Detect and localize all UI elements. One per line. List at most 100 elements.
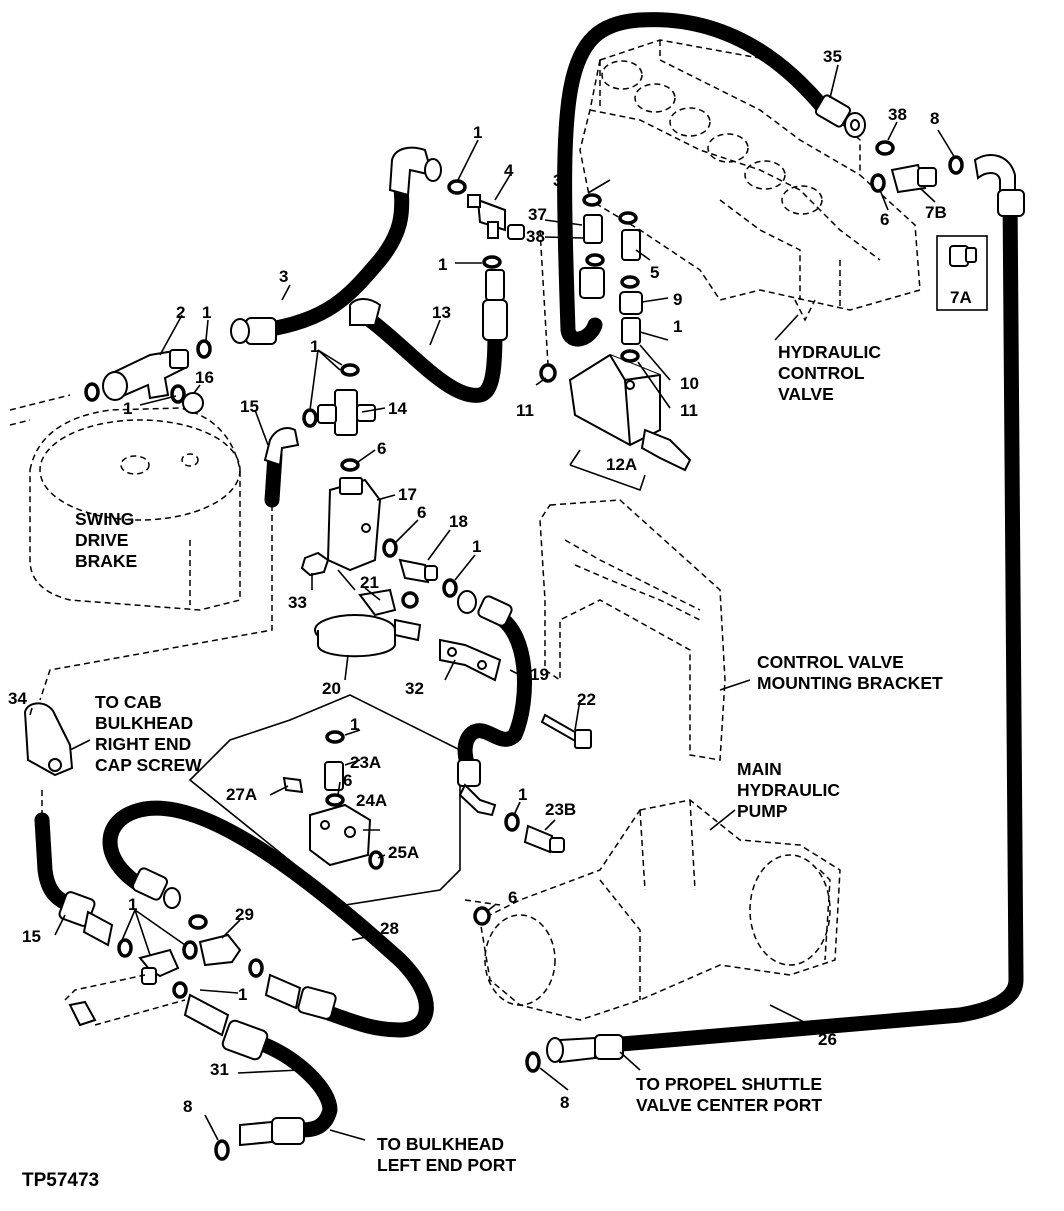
caption-to-cab-bulkhead: TO CAB BULKHEAD RIGHT END CAP SCREW xyxy=(95,692,202,775)
callout-8: 8 xyxy=(560,1093,569,1112)
callout-36: 36 xyxy=(553,171,572,190)
caption-line: VALVE xyxy=(778,384,834,404)
hose-35 xyxy=(557,12,833,347)
block-24a xyxy=(309,803,372,867)
callout-10: 10 xyxy=(680,374,699,393)
control-valve-mounting-bracket xyxy=(539,499,726,761)
plug-16 xyxy=(182,392,204,414)
callout-19: 19 xyxy=(530,665,549,684)
connection-lines xyxy=(39,229,646,1026)
callout-1: 1 xyxy=(128,895,137,914)
caption-line: BULKHEAD xyxy=(95,713,193,733)
fitting-hose-3-ends xyxy=(230,146,442,345)
caption-line: TO CAB xyxy=(95,692,162,712)
callout-34: 34 xyxy=(8,689,27,708)
fitting-hose-15-lower xyxy=(58,891,114,947)
callout-32: 32 xyxy=(405,679,424,698)
tee-bottom-cluster xyxy=(138,948,180,985)
callout-1: 1 xyxy=(518,785,527,804)
clamp-20 xyxy=(314,588,422,658)
callout-13: 13 xyxy=(432,303,451,322)
callout-4: 4 xyxy=(504,161,514,180)
callout-38: 38 xyxy=(526,227,545,246)
callout-29: 29 xyxy=(235,905,254,924)
callout-20: 20 xyxy=(322,679,341,698)
callout-18: 18 xyxy=(449,512,468,531)
fitting-hose-13-ends xyxy=(349,269,508,341)
callout-8: 8 xyxy=(930,109,939,128)
callout-38: 38 xyxy=(888,105,907,124)
callout-8: 8 xyxy=(183,1097,192,1116)
callout-23b: 23B xyxy=(545,800,576,819)
callout-17: 17 xyxy=(398,485,417,504)
clamp-34 xyxy=(23,702,74,777)
callout-6: 6 xyxy=(880,210,889,229)
callout-1: 1 xyxy=(673,317,682,336)
fitting-18 xyxy=(398,558,438,584)
swing-drive-brake xyxy=(9,394,241,611)
block-12a xyxy=(568,353,692,472)
callout-33: 33 xyxy=(288,593,307,612)
hose-13 xyxy=(362,312,503,403)
callout-6: 6 xyxy=(417,503,426,522)
callout-26: 26 xyxy=(818,1030,837,1049)
callout-labels: 1 4 1 38 37 36 3 2 1 1 16 13 1 14 15 6 1… xyxy=(8,47,972,1116)
caption-line: TO PROPEL SHUTTLE xyxy=(636,1074,822,1094)
callout-31: 31 xyxy=(210,1060,229,1079)
callout-1: 1 xyxy=(123,399,132,418)
callout-16: 16 xyxy=(195,368,214,387)
caption-line: DRIVE xyxy=(75,530,128,550)
caption-control-valve-mounting-bracket: CONTROL VALVE MOUNTING BRACKET xyxy=(757,652,943,693)
callout-14: 14 xyxy=(388,399,407,418)
callout-2: 2 xyxy=(176,303,185,322)
callout-9: 9 xyxy=(673,290,682,309)
caption-swing-drive-brake: SWING DRIVE BRAKE xyxy=(75,509,137,571)
leader-lines xyxy=(29,64,956,1141)
fitting-23a xyxy=(324,761,344,791)
tee-fitting-4 xyxy=(467,194,525,240)
callout-1: 1 xyxy=(472,537,481,556)
fitting-7b xyxy=(890,163,937,194)
fitting-hose-15-upper xyxy=(263,427,300,467)
hose-3 xyxy=(257,172,410,338)
callout-11: 11 xyxy=(516,401,534,420)
callout-25a: 25A xyxy=(388,843,419,862)
o-rings xyxy=(84,140,964,1161)
caption-main-hydraulic-pump: MAIN HYDRAULIC PUMP xyxy=(737,759,840,821)
caption-line: SWING xyxy=(75,509,134,529)
callout-1: 1 xyxy=(350,715,359,734)
callout-1: 1 xyxy=(438,255,447,274)
caption-line: LEFT END PORT xyxy=(377,1155,516,1175)
fitting-9 xyxy=(619,291,643,315)
fitting-37 xyxy=(579,214,605,299)
caption-line: CONTROL VALVE xyxy=(757,652,904,672)
callout-35: 35 xyxy=(823,47,842,66)
caption-line: CAP SCREW xyxy=(95,755,202,775)
fitting-bottom-left xyxy=(68,1000,97,1027)
callout-15: 15 xyxy=(240,397,259,416)
callout-23a: 23A xyxy=(350,753,381,772)
callout-5: 5 xyxy=(650,263,659,282)
tee-fitting-14 xyxy=(317,389,376,436)
callout-6: 6 xyxy=(343,771,352,790)
callout-11: 11 xyxy=(680,401,698,420)
hose-26 xyxy=(602,187,1024,1053)
callout-1: 1 xyxy=(202,303,211,322)
callout-12a: 12A xyxy=(606,455,637,474)
fitting-5 xyxy=(621,229,641,261)
fitting-10 xyxy=(621,317,641,345)
main-hydraulic-pump xyxy=(479,799,841,1021)
fitting-hose-31-ends xyxy=(183,993,305,1147)
fitting-7a xyxy=(936,235,988,311)
fitting-hose-28-ends xyxy=(131,867,337,1020)
caption-line: MOUNTING BRACKET xyxy=(757,673,943,693)
tee-fitting-2 xyxy=(102,348,189,401)
fitting-hose-35-end xyxy=(814,94,866,138)
caption-line: TO BULKHEAD xyxy=(377,1134,504,1154)
hose-19 xyxy=(457,607,533,778)
callout-6: 6 xyxy=(508,888,517,907)
caption-to-bulkhead-left: TO BULKHEAD LEFT END PORT xyxy=(377,1134,516,1175)
callout-1: 1 xyxy=(238,985,247,1004)
